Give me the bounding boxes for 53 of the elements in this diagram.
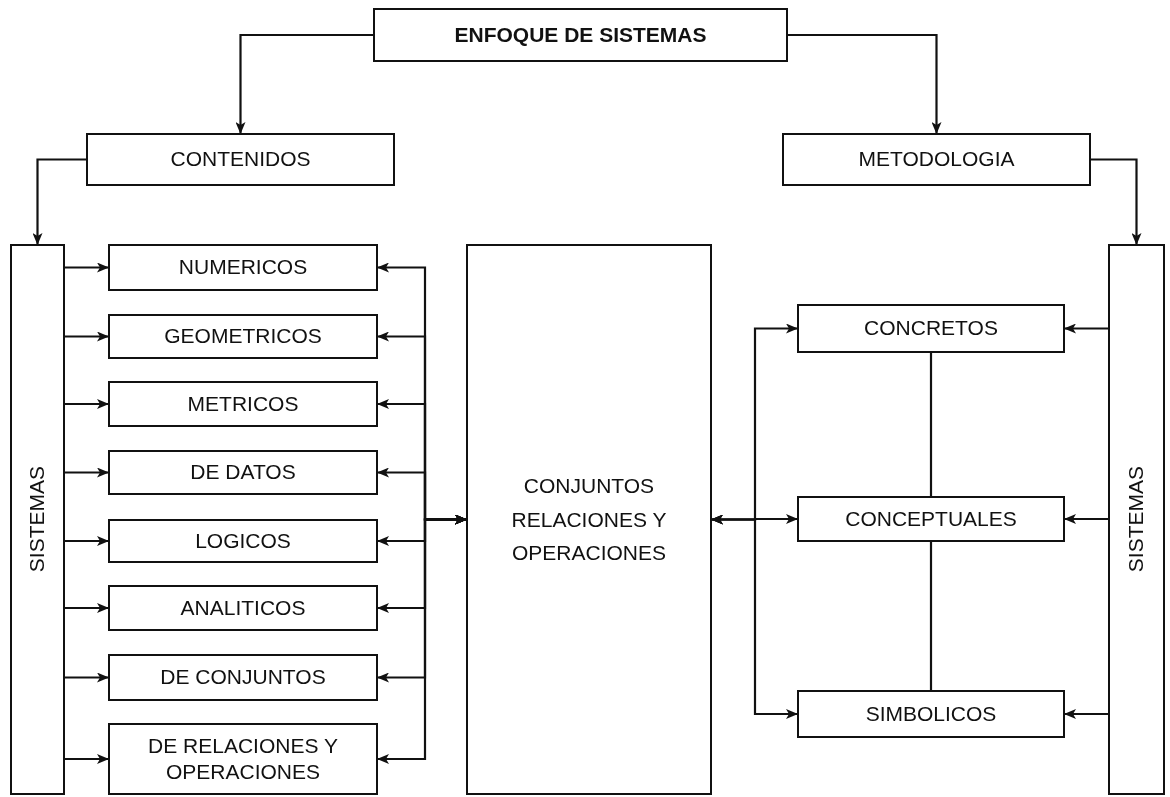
process-box [782, 133, 1091, 186]
box-label: ANALITICOS [180, 594, 306, 621]
box-label: SISTEMAS [24, 466, 50, 573]
title-box [373, 8, 788, 62]
vertical-box [1108, 244, 1165, 795]
box-label: DE DATOS [190, 459, 296, 486]
arrow [65, 672, 109, 683]
box-label: GEOMETRICOS [164, 323, 322, 350]
box-label: DE CONJUNTOS [160, 664, 326, 691]
arrow [65, 754, 109, 764]
process-box [108, 519, 378, 563]
process-box [86, 133, 395, 186]
process-box [797, 690, 1065, 738]
arrow [65, 399, 109, 409]
arrow [1064, 514, 1108, 524]
process-box [797, 496, 1065, 542]
arrow [32, 158, 86, 245]
box-label: CONCRETOS [864, 315, 998, 342]
arrow [711, 514, 798, 719]
process-box [108, 723, 378, 795]
process-box [797, 304, 1065, 353]
arrow [1064, 709, 1108, 719]
arrow [377, 514, 467, 764]
process-box [108, 654, 378, 701]
box-label: LOGICOS [195, 527, 291, 554]
connector-line [929, 542, 933, 690]
arrow [65, 536, 109, 546]
connector-line [929, 353, 933, 496]
process-box [108, 314, 378, 359]
box-label: NUMERICOS [178, 254, 308, 281]
process-box [108, 381, 378, 427]
process-box [108, 450, 378, 495]
box-label: ENFOQUE DE SISTEMAS [454, 21, 707, 48]
arrow [1091, 158, 1142, 245]
box-label: CONTENIDOS [170, 146, 311, 173]
arrow [1064, 323, 1108, 334]
box-label: SIMBOLICOS [865, 700, 997, 727]
arrow [65, 467, 109, 478]
box-label: METODOLOGIA [858, 146, 1015, 173]
arrow [65, 262, 109, 273]
box-label: CONJUNTOS RELACIONES Y OPERACIONES [510, 473, 668, 567]
box-label: SISTEMAS [1123, 466, 1149, 573]
arrow [788, 33, 942, 134]
arrow [235, 33, 373, 134]
process-box [108, 585, 378, 631]
box-label: METRICOS [187, 390, 299, 417]
box-label: DE RELACIONES Y OPERACIONES [147, 732, 339, 785]
process-box [466, 244, 712, 795]
vertical-box [10, 244, 65, 795]
box-label: CONCEPTUALES [845, 505, 1017, 532]
process-box [108, 244, 378, 291]
arrow [65, 603, 109, 613]
arrow [65, 331, 109, 342]
